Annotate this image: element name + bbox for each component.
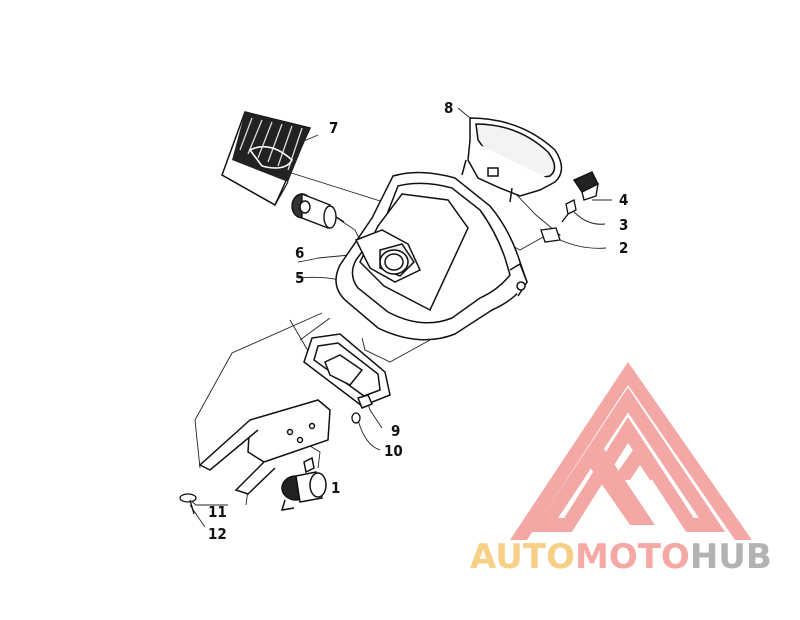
callout-4: 4 (619, 191, 628, 209)
watermark-logo-mark (510, 362, 752, 540)
watermark-moto: MOTO (575, 537, 690, 577)
svg-text:AUTOMOTOHUB: AUTOMOTOHUB (470, 537, 772, 577)
part-12-screw (179, 493, 197, 515)
callout-8: 8 (444, 99, 453, 117)
callout-2: 2 (619, 239, 628, 257)
part-4-switch-knob (572, 171, 599, 201)
callout-11: 11 (208, 503, 227, 521)
callout-10: 10 (384, 442, 403, 460)
callouts: 1 2 3 4 5 6 7 8 9 10 11 12 (208, 99, 628, 543)
callout-6: 6 (295, 244, 304, 262)
part-5-instrument-housing (335, 171, 528, 341)
watermark-auto: AUTO (470, 537, 575, 577)
callout-12: 12 (208, 525, 227, 543)
callout-7: 7 (329, 119, 338, 137)
part-8-gauge-cluster (461, 117, 563, 203)
part-2-clip (540, 227, 561, 243)
part-6-power-socket (291, 192, 345, 229)
callout-5: 5 (295, 269, 304, 287)
part-7-decal (221, 111, 312, 207)
part-11-bracket (198, 399, 331, 495)
part-10-grommet (351, 412, 361, 424)
watermark-hub: HUB (690, 537, 772, 577)
callout-9: 9 (391, 422, 400, 440)
watermark-text: AUTOMOTOHUB (470, 537, 772, 577)
callout-3: 3 (619, 216, 628, 234)
callout-1: 1 (331, 479, 340, 497)
part-9-mounting-plate (303, 333, 391, 409)
part-3-pin (561, 199, 577, 223)
part-1-connector (280, 456, 327, 511)
